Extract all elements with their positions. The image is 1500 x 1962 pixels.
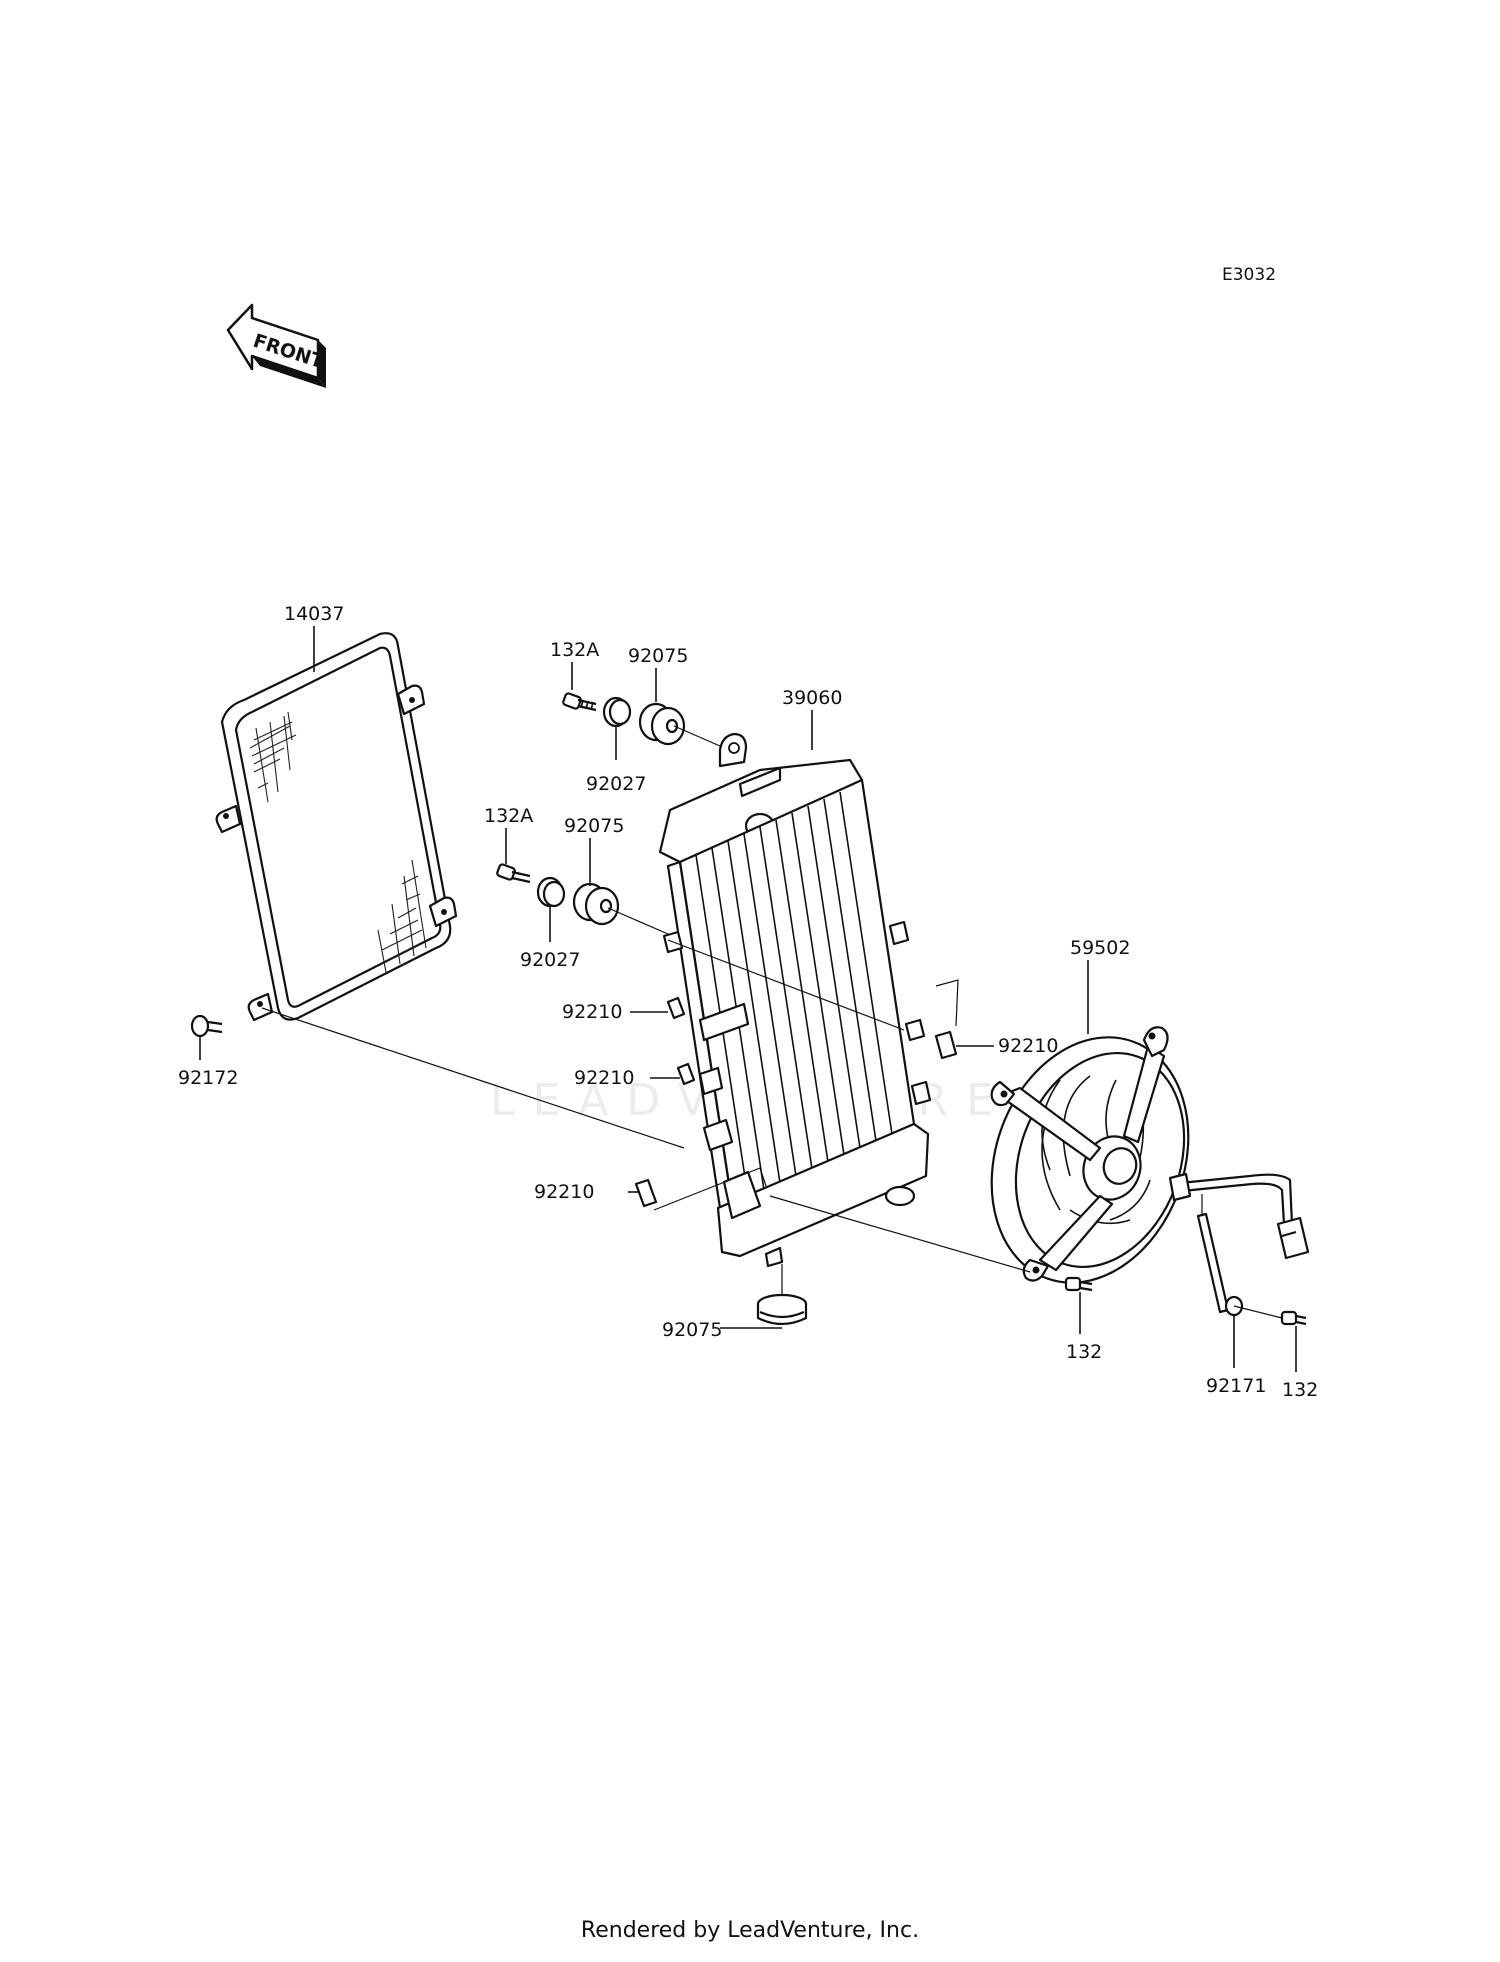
collar-92027-upper-part[interactable] (602, 696, 632, 728)
front-arrow-icon: FRONT (226, 303, 326, 388)
footer-credit: Rendered by LeadVenture, Inc. (580, 1918, 920, 1943)
bolt-132-fan-part[interactable] (1064, 1276, 1093, 1292)
label-92210-left-middle: 92210 (574, 1067, 634, 1089)
clip-92210-left-middle-part[interactable] (676, 1062, 696, 1086)
label-92075-upper: 92075 (628, 645, 688, 667)
label-14037: 14037 (284, 603, 344, 625)
clip-92210-right-part[interactable] (934, 1030, 958, 1060)
label-92210-left-lower: 92210 (534, 1181, 594, 1203)
label-132-clamp: 132 (1282, 1379, 1318, 1401)
clip-92210-left-lower-part[interactable] (634, 1178, 658, 1208)
grommet-92075-lower-part[interactable] (756, 1293, 808, 1326)
grommet-92075-middle-part[interactable] (572, 882, 620, 926)
radiator-screen-part[interactable] (215, 632, 458, 1022)
label-92172: 92172 (178, 1067, 238, 1089)
bolt-132A-upper-part[interactable] (562, 692, 597, 712)
label-132A-upper: 132A (550, 639, 599, 661)
bolt-92172-part[interactable] (190, 1014, 223, 1038)
diagram-code: E3032 (1222, 265, 1276, 285)
label-132-fan: 132 (1066, 1341, 1102, 1363)
label-132A-middle: 132A (484, 805, 533, 827)
label-92027-middle: 92027 (520, 949, 580, 971)
label-92075-lower: 92075 (662, 1319, 722, 1341)
label-92210-right: 92210 (998, 1035, 1058, 1057)
label-39060: 39060 (782, 687, 842, 709)
bolt-132-clamp-part[interactable] (1280, 1310, 1307, 1326)
fan-assembly-part[interactable] (959, 1009, 1310, 1310)
label-59502: 59502 (1070, 937, 1130, 959)
leader-lines (199, 626, 1297, 1372)
label-92171: 92171 (1206, 1375, 1266, 1397)
clip-92210-left-upper-part[interactable] (666, 996, 686, 1020)
radiator-part[interactable] (658, 732, 932, 1268)
label-92075-middle: 92075 (564, 815, 624, 837)
grommet-92075-upper-part[interactable] (638, 702, 686, 746)
label-92027-upper: 92027 (586, 773, 646, 795)
bolt-132A-middle-part[interactable] (496, 863, 531, 884)
clamp-92171-part[interactable] (1196, 1212, 1244, 1317)
label-92210-left-upper: 92210 (562, 1001, 622, 1023)
collar-92027-middle-part[interactable] (536, 876, 566, 908)
part-labels: 14037 132A 92075 92027 39060 132A 92075 … (178, 603, 1318, 1401)
